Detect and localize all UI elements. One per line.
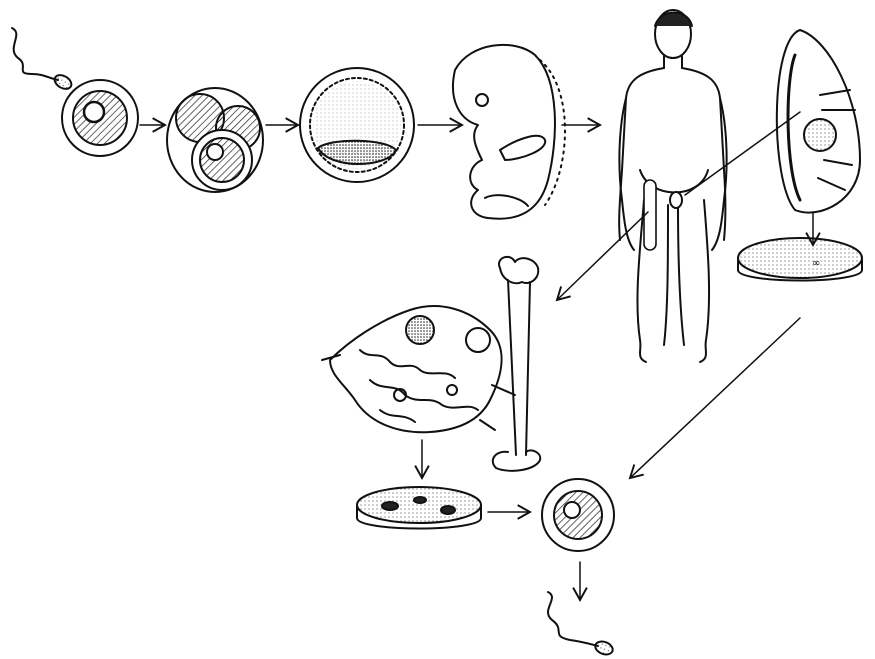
arrow-dish-to-oocyte bbox=[630, 318, 800, 478]
human-hair bbox=[655, 13, 692, 27]
cleavage-stage bbox=[167, 88, 263, 192]
stroma-cells bbox=[360, 350, 478, 422]
testis-culture-dish: ∞ bbox=[738, 238, 862, 281]
derived-sperm-stage bbox=[548, 592, 615, 657]
fetus-arm bbox=[500, 136, 545, 160]
adult-human-stage bbox=[619, 10, 726, 362]
human-inner-legs bbox=[664, 205, 684, 345]
culture-symbol: ∞ bbox=[812, 258, 820, 269]
fetus-eye bbox=[476, 94, 488, 106]
derived-sperm-tail bbox=[548, 592, 598, 646]
sperm-head bbox=[52, 72, 74, 91]
human-right-leg bbox=[700, 200, 709, 362]
stroma-cell-4 bbox=[447, 385, 457, 395]
derived-oocyte-stage bbox=[542, 479, 614, 551]
marrow-dish-top bbox=[357, 487, 481, 523]
blastocyst-stage bbox=[300, 68, 414, 182]
sperm-tail bbox=[12, 28, 58, 80]
stroma-cell-1 bbox=[406, 316, 434, 344]
colony-2 bbox=[414, 497, 426, 503]
fetus-membrane bbox=[540, 60, 565, 205]
femur-head bbox=[499, 257, 538, 283]
blastomere-lower-inner bbox=[200, 138, 244, 182]
arrow-adult-to-marrow bbox=[557, 212, 648, 300]
egg-nucleus bbox=[84, 102, 104, 122]
stroma-strand bbox=[322, 355, 515, 430]
derived-sperm-head bbox=[593, 639, 614, 656]
dish-top bbox=[738, 238, 862, 278]
human-testis-highlight bbox=[670, 192, 682, 208]
arrows bbox=[140, 112, 813, 600]
oocyte-nucleus bbox=[564, 502, 580, 518]
marrow-stroma-stage bbox=[322, 306, 515, 432]
fetus-body bbox=[453, 45, 555, 219]
seminiferous-tubule bbox=[804, 119, 836, 151]
epididymis bbox=[788, 55, 800, 200]
inner-cell-mass bbox=[318, 141, 396, 164]
testis-stage bbox=[777, 30, 860, 213]
human-torso bbox=[619, 68, 725, 240]
marrow-culture-dish bbox=[357, 487, 481, 529]
stroma-cell-2 bbox=[466, 328, 490, 352]
fertilization-stage bbox=[12, 28, 138, 156]
femur-shaft bbox=[508, 280, 516, 455]
femur-shaft-2 bbox=[526, 282, 530, 455]
colony-3 bbox=[441, 506, 455, 514]
colony-1 bbox=[382, 502, 398, 510]
blastomere-nucleus bbox=[207, 144, 223, 160]
fetus-leg bbox=[485, 195, 528, 206]
fetus-stage bbox=[453, 45, 565, 219]
femur-stage bbox=[493, 257, 540, 471]
